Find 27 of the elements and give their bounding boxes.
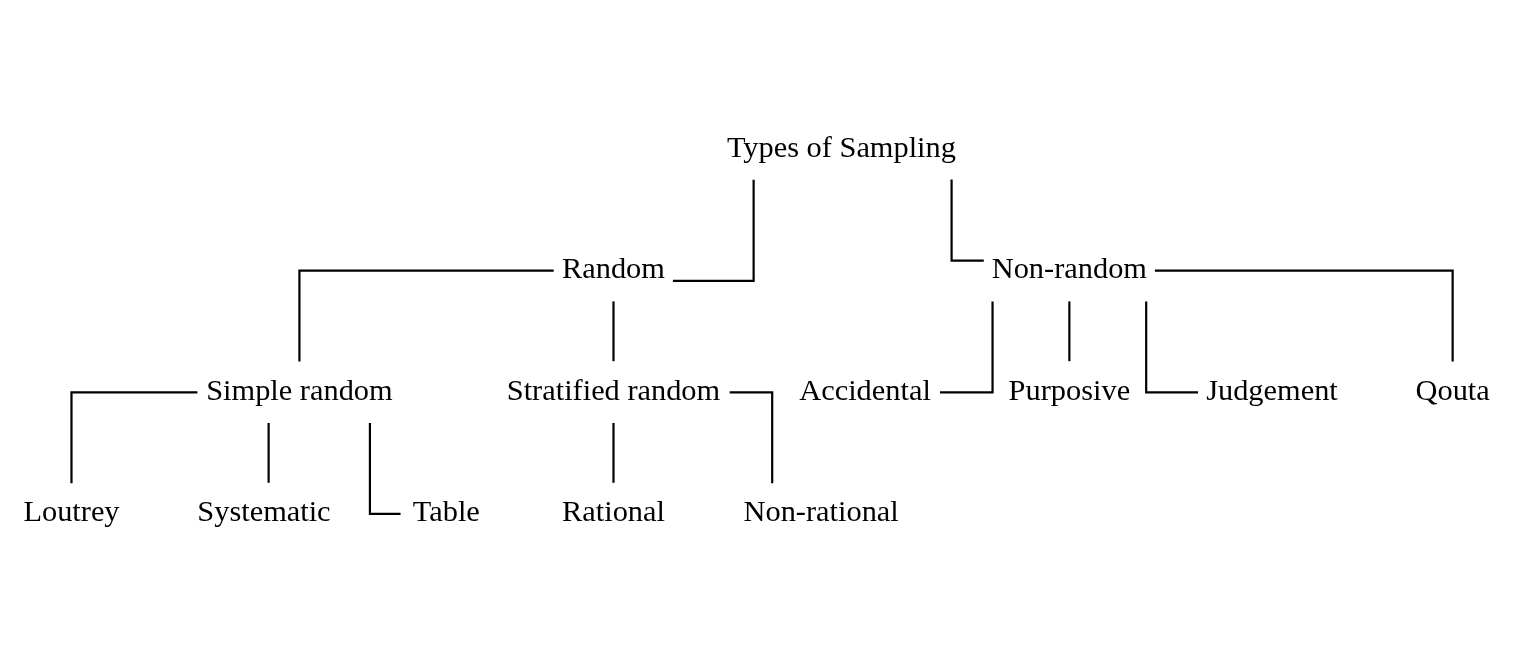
connector [1068,301,1071,362]
connector [729,391,774,484]
connector [950,179,984,262]
node-text: Qouta [1415,372,1490,407]
connector [298,269,554,362]
node-text: Non-random [991,251,1147,286]
node-text: Purposive [1008,372,1131,407]
connector [1154,269,1454,362]
node-text: Judgement [1206,372,1338,407]
connector [612,301,615,362]
node-text: Types of Sampling [726,129,956,164]
connector [70,391,198,484]
connector [939,301,994,394]
connector [1145,301,1199,394]
connector [612,422,615,483]
connector [368,422,401,515]
node-text: Accidental [799,372,931,407]
node-text: Loutrey [23,494,120,529]
node-text: Simple random [206,372,393,407]
node-text: Stratified random [506,372,721,407]
node-text: Non-rational [743,494,899,529]
node-text: Rational [562,494,665,529]
node-text: Random [562,251,665,286]
connector [672,179,755,282]
node-text: Systematic [197,494,331,529]
node-text: Table [412,494,480,529]
connector [267,422,270,483]
